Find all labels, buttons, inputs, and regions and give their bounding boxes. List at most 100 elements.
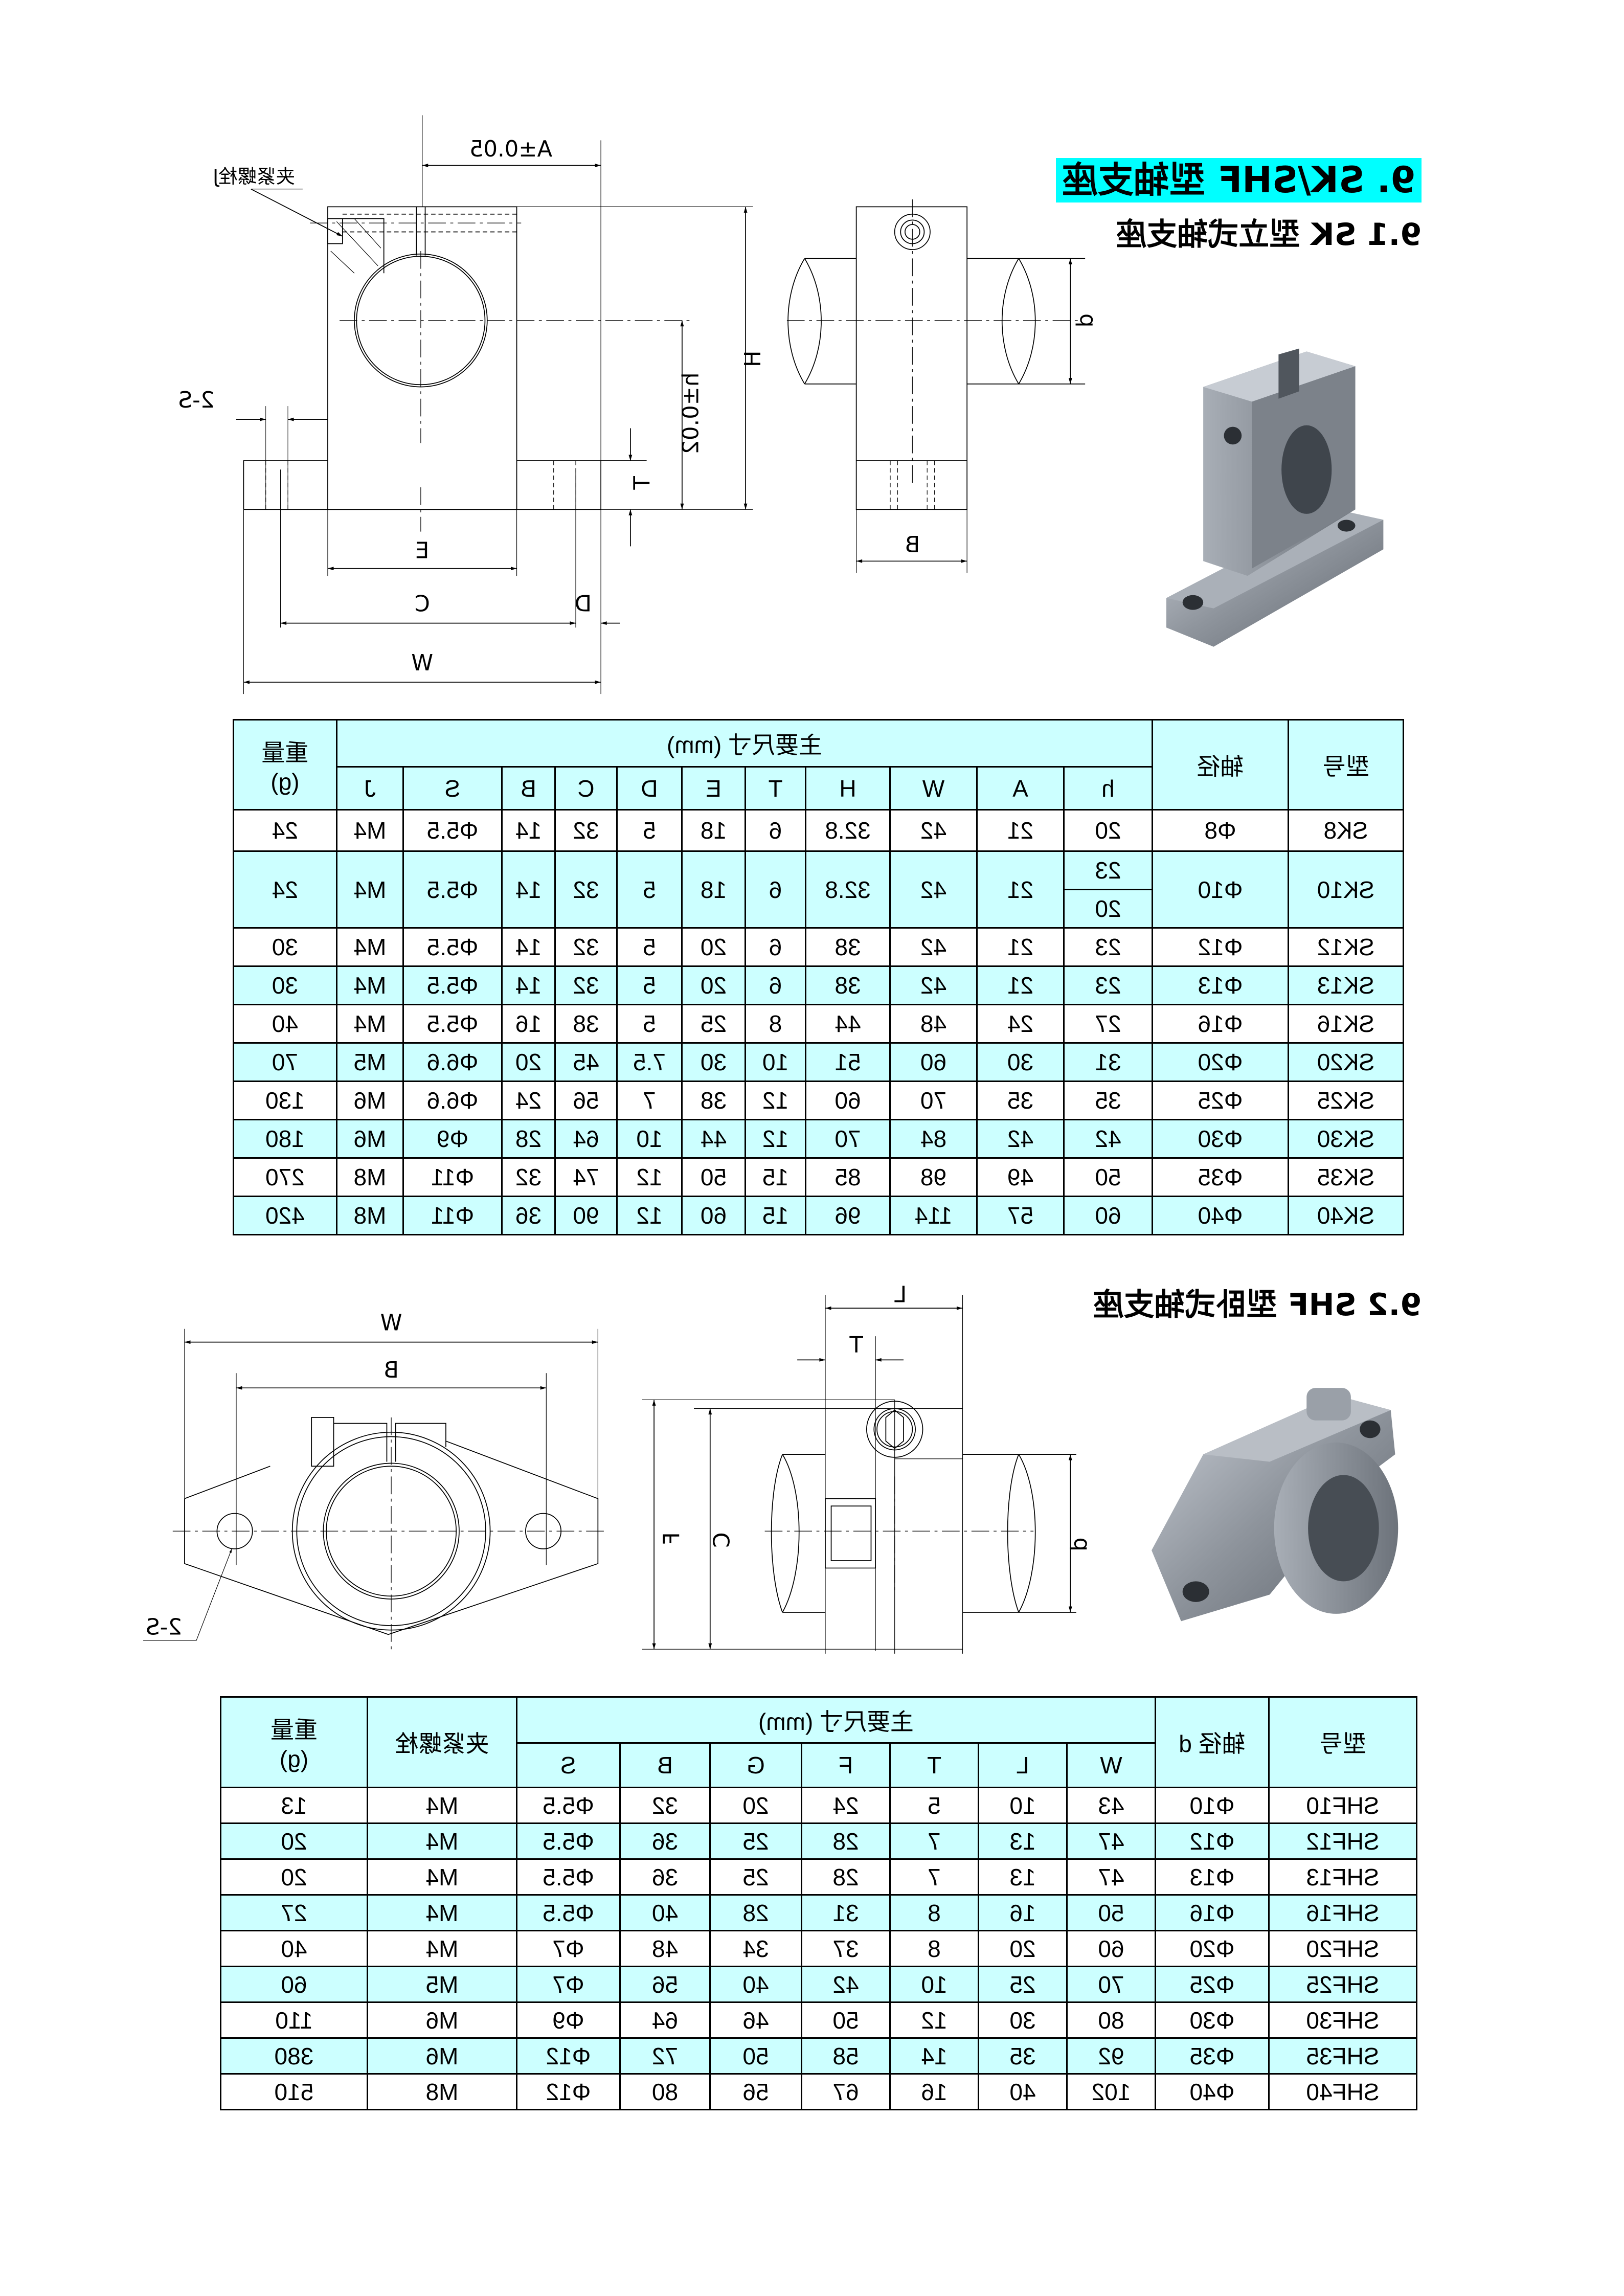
cell-value: 20 <box>710 1787 802 1824</box>
cell-value: 102 <box>1067 2074 1156 2110</box>
cell-value: 32.8 <box>805 851 890 928</box>
cell-value: 50 <box>682 1158 746 1197</box>
cell-value: 36 <box>620 1859 710 1895</box>
shf-product-photo <box>1152 1388 1399 1622</box>
cell-value: Φ6.6 <box>403 1081 502 1120</box>
header-col-w: W <box>890 767 977 810</box>
cell-model: SK30 <box>1288 1119 1404 1158</box>
cell-h: 23 <box>1064 851 1153 890</box>
cell-value: 40 <box>233 1004 337 1043</box>
dim-c-label: C <box>415 591 430 617</box>
cell-value: 14 <box>502 809 555 851</box>
cell-value: 42 <box>890 928 977 966</box>
section-title: 9. SK/SHF 型轴支座 <box>1055 158 1422 202</box>
cell-value: 10 <box>890 1966 979 2002</box>
header-label: 重量 <box>261 739 309 766</box>
header-model: 型号 <box>1288 719 1404 810</box>
cell-value: 32.8 <box>805 809 890 851</box>
cell-value: 49 <box>977 1158 1064 1197</box>
cell-value: 80 <box>620 2074 710 2110</box>
cell-value: M5 <box>367 1966 517 2002</box>
cell-value: 14 <box>502 851 555 928</box>
cell-value: 70 <box>890 1081 977 1120</box>
cell-value: 6 <box>745 966 806 1005</box>
cell-value: 34 <box>710 1930 802 1967</box>
dim-2s-label: 2-S <box>178 388 215 413</box>
cell-value: 380 <box>220 2038 368 2074</box>
cell-value: Φ10 <box>1152 851 1289 928</box>
cell-value: 40 <box>978 2074 1067 2110</box>
cell-value: 5 <box>617 1004 682 1043</box>
cell-value: Φ5.5 <box>403 966 502 1005</box>
cell-value: 60 <box>682 1196 746 1235</box>
cell-value: Φ11 <box>403 1158 502 1197</box>
cell-model: SHF12 <box>1269 1823 1417 1859</box>
cell-value: M4 <box>367 1895 517 1931</box>
cell-value: 24 <box>502 1081 555 1120</box>
cell-value: Φ6.6 <box>403 1043 502 1082</box>
cell-value: 5 <box>617 928 682 966</box>
cell-value: Φ40 <box>1152 1196 1289 1235</box>
cell-value: Φ12 <box>1155 1823 1269 1859</box>
cell-value: 180 <box>233 1119 337 1158</box>
shf-side-view <box>642 1295 1076 1654</box>
cell-value: 64 <box>555 1119 617 1158</box>
cell-value: 21 <box>977 928 1064 966</box>
cell-value: M4 <box>367 1859 517 1895</box>
header-col-c: C <box>555 767 617 810</box>
cell-value: 74 <box>555 1158 617 1197</box>
cell-value: 16 <box>502 1004 555 1043</box>
cell-value: M8 <box>367 2074 517 2110</box>
header-col-l: L <box>978 1743 1067 1788</box>
cell-value: 60 <box>805 1081 890 1120</box>
shf-dim-b-label: B <box>384 1358 399 1383</box>
cell-value: Φ5.5 <box>516 1895 620 1931</box>
header-clamp-bolt: 夹紧螺栓 <box>367 1697 517 1788</box>
cell-value: 32 <box>620 1787 710 1824</box>
cell-value: 35 <box>978 2038 1067 2074</box>
cell-value: 13 <box>220 1787 368 1824</box>
cell-value: 36 <box>502 1196 555 1235</box>
cell-value: 56 <box>620 1966 710 2002</box>
header-col-t: T <box>890 1743 979 1788</box>
cell-model: SHF35 <box>1269 2038 1417 2074</box>
cell-value: 24 <box>233 809 337 851</box>
sk-product-photo <box>1166 348 1384 647</box>
cell-model: SK8 <box>1288 809 1404 851</box>
cell-value: Φ35 <box>1152 1158 1289 1197</box>
cell-value: 14 <box>502 966 555 1005</box>
header-unit: (g) <box>270 768 300 795</box>
cell-value: 98 <box>890 1158 977 1197</box>
cell-value: Φ12 <box>516 2074 620 2110</box>
cell-value: 6 <box>745 809 806 851</box>
cell-value: 50 <box>1064 1158 1153 1197</box>
sk-side-view <box>786 199 1086 573</box>
shf-dim-l-label: L <box>894 1282 907 1308</box>
cell-value: 42 <box>890 809 977 851</box>
cell-value: 12 <box>745 1081 806 1120</box>
cell-value: 18 <box>682 809 746 851</box>
cell-value: M4 <box>367 1930 517 1967</box>
cell-value: Φ5.5 <box>403 1004 502 1043</box>
cell-value: 44 <box>805 1004 890 1043</box>
dim-t-label: T <box>629 476 655 490</box>
cell-value: Φ11 <box>403 1196 502 1235</box>
cell-model: SK13 <box>1288 966 1404 1005</box>
cell-value: 50 <box>801 2002 890 2038</box>
cell-model: SHF10 <box>1269 1787 1417 1824</box>
cell-model: SHF25 <box>1269 1966 1417 2002</box>
cell-model: SHF20 <box>1269 1930 1417 1967</box>
cell-value: 64 <box>620 2002 710 2038</box>
cell-value: M4 <box>367 1787 517 1824</box>
cell-value: 72 <box>620 2038 710 2074</box>
shf-front-view <box>143 1329 604 1654</box>
cell-value: Φ7 <box>516 1966 620 2002</box>
cell-value: 42 <box>977 1119 1064 1158</box>
cell-value: 12 <box>890 2002 979 2038</box>
